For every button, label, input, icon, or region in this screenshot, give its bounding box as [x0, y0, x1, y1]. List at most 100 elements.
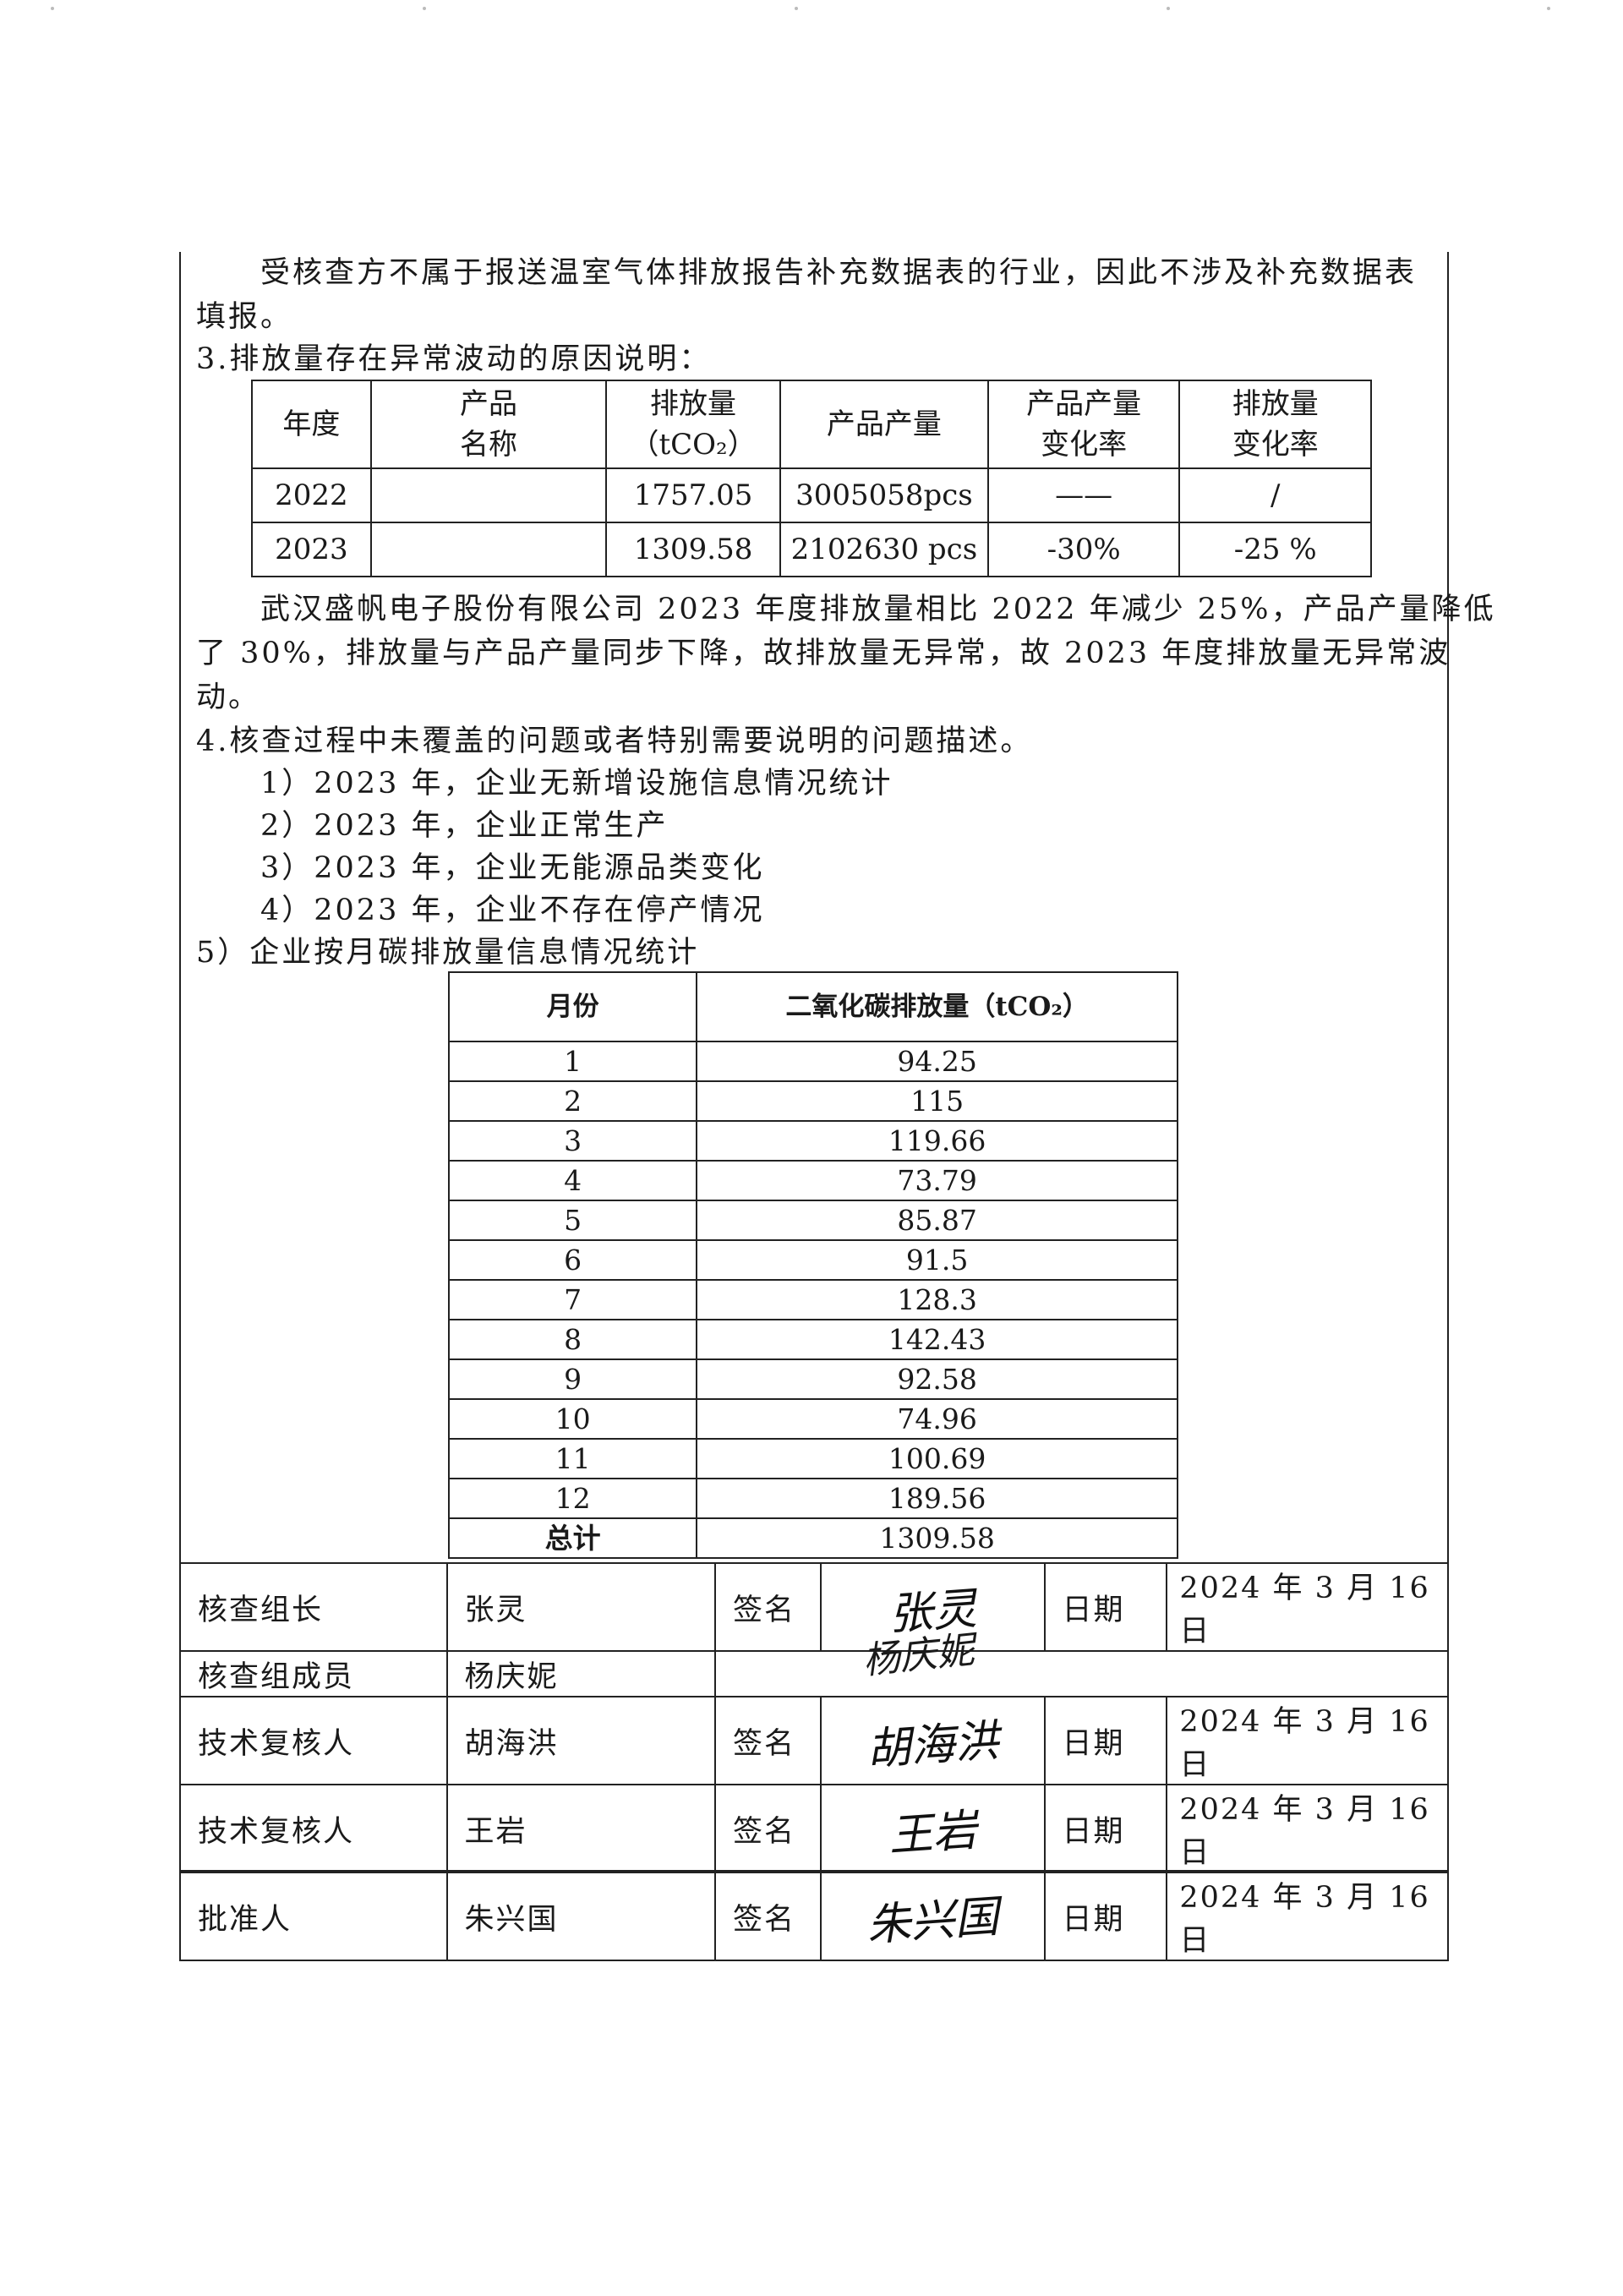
explanation-line-2: 了 30%，排放量与产品产量同步下降，故排放量无异常，故 2023 年度排放量无… [196, 637, 1451, 670]
cell-emission: 1309.58 [605, 522, 781, 577]
person-name: 杨庆妮 [445, 1650, 717, 1697]
cell-emission: 128.3 [696, 1279, 1178, 1320]
cell-emission-change-rate: -25 % [1178, 522, 1372, 577]
signature-row: 核查组成员 杨庆妮 [179, 1650, 1449, 1697]
cell-emission: 85.87 [696, 1200, 1178, 1241]
section-4-item: 4）2023 年，企业不存在停产情况 [260, 894, 765, 927]
cell-emission: 92.58 [696, 1358, 1178, 1400]
sign-label: 签名 [714, 1562, 822, 1652]
cell-month: 1 [447, 1041, 698, 1082]
cell-year: 2022 [251, 467, 372, 523]
cell-product-name [369, 467, 608, 523]
scan-speck [1547, 7, 1550, 10]
total-label: 总计 [447, 1517, 698, 1559]
emission-variation-table: 年度 产品 名称 排放量 （tCO₂） 产品产量 产品产量 变化率 排放量 变化… [251, 380, 1372, 577]
signature-row: 核查组长 张灵 签名 张灵 日期 2024 年 3 月 16 日 [179, 1562, 1449, 1652]
date-label: 日期 [1043, 1562, 1168, 1652]
date-value: 2024 年 3 月 16 日 [1166, 1696, 1449, 1785]
sign-label: 签名 [714, 1696, 822, 1785]
table-row: 2023 1309.58 2102630 pcs -30% -25 % [251, 522, 1372, 577]
intro-line-1: 受核查方不属于报送温室气体排放报告补充数据表的行业，因此不涉及补充数据表 [260, 256, 1418, 290]
cell-emission: 142.43 [696, 1319, 1178, 1360]
header-product-name: 产品 名称 [369, 380, 608, 469]
intro-line-2: 填报。 [196, 300, 293, 334]
explanation-line-3: 动。 [196, 681, 261, 714]
cell-month: 10 [447, 1398, 698, 1440]
cell-emission: 189.56 [696, 1478, 1178, 1519]
table-row: 2022 1757.05 3005058pcs —— / [251, 467, 1372, 523]
person-name: 胡海洪 [445, 1696, 717, 1785]
person-name: 张灵 [445, 1562, 717, 1652]
signature-row: 技术复核人 胡海洪 签名 胡海洪 日期 2024 年 3 月 16 日 [179, 1696, 1449, 1785]
table-header-row: 年度 产品 名称 排放量 （tCO₂） 产品产量 产品产量 变化率 排放量 变化… [251, 380, 1372, 469]
person-name: 朱兴国 [445, 1872, 717, 1961]
cell-emission: 94.25 [696, 1041, 1178, 1082]
handwritten-signature: 王岩 [819, 1784, 1046, 1873]
role-label: 技术复核人 [179, 1696, 448, 1785]
section-4-title: 4.核查过程中未覆盖的问题或者特别需要说明的问题描述。 [196, 724, 1033, 758]
cell-month: 3 [447, 1120, 698, 1162]
sign-label: 签名 [714, 1784, 822, 1873]
section-4-item: 3）2023 年，企业无能源品类变化 [260, 851, 765, 885]
header-year: 年度 [251, 380, 372, 469]
cell-emission: 73.79 [696, 1160, 1178, 1201]
cell-month: 12 [447, 1478, 698, 1519]
role-label: 核查组长 [179, 1562, 448, 1652]
cell-month: 6 [447, 1239, 698, 1281]
section-4-item: 1）2023 年，企业无新增设施信息情况统计 [260, 767, 893, 801]
scan-speck [1167, 7, 1170, 10]
cell-emission: 115 [696, 1080, 1178, 1122]
signature-table: 核查组长 张灵 签名 张灵 日期 2024 年 3 月 16 日 核查组成员 杨… [179, 1562, 1449, 1961]
header-emission: 排放量 （tCO₂） [605, 380, 781, 469]
role-label: 核查组成员 [179, 1650, 448, 1697]
header-product-output: 产品产量 [779, 380, 989, 469]
explanation-line-1: 武汉盛帆电子股份有限公司 2023 年度排放量相比 2022 年减少 25%，产… [260, 593, 1496, 626]
signature-row: 批准人 朱兴国 签名 朱兴国 日期 2024 年 3 月 16 日 [179, 1872, 1449, 1961]
cell-emission-change-rate: / [1178, 467, 1372, 523]
person-name: 王岩 [445, 1784, 717, 1873]
cell-month: 2 [447, 1080, 698, 1122]
cell-emission: 74.96 [696, 1398, 1178, 1440]
scan-speck [51, 7, 54, 10]
handwritten-signature: 胡海洪 [819, 1696, 1046, 1785]
cell-output-change-rate: -30% [986, 522, 1181, 577]
scan-speck [423, 7, 426, 10]
cell-month: 11 [447, 1438, 698, 1479]
member-signature-area [714, 1651, 1449, 1697]
header-co2-emission: 二氧化碳排放量（tCO₂） [696, 971, 1178, 1042]
cell-month: 4 [447, 1160, 698, 1201]
role-label: 批准人 [179, 1872, 448, 1961]
header-month: 月份 [447, 971, 698, 1042]
cell-product-output: 3005058pcs [779, 467, 989, 523]
date-label: 日期 [1043, 1872, 1168, 1961]
date-value: 2024 年 3 月 16 日 [1166, 1562, 1449, 1652]
date-value: 2024 年 3 月 16 日 [1166, 1784, 1449, 1873]
header-emission-change-rate: 排放量 变化率 [1178, 380, 1372, 469]
section-3-title: 3.排放量存在异常波动的原因说明： [196, 342, 712, 376]
total-value: 1309.58 [696, 1517, 1178, 1559]
cell-month: 7 [447, 1279, 698, 1320]
role-label: 技术复核人 [179, 1784, 448, 1873]
cell-emission: 119.66 [696, 1120, 1178, 1162]
section-4-item: 2）2023 年，企业正常生产 [260, 809, 669, 843]
cell-product-output: 2102630 pcs [779, 522, 989, 577]
scan-speck [795, 7, 798, 10]
section-4-item: 5）企业按月碳排放量信息情况统计 [196, 936, 700, 970]
handwritten-signature: 张灵 [819, 1562, 1046, 1652]
cell-month: 8 [447, 1319, 698, 1360]
handwritten-signature: 朱兴国 [819, 1872, 1046, 1961]
cell-output-change-rate: —— [986, 467, 1181, 523]
